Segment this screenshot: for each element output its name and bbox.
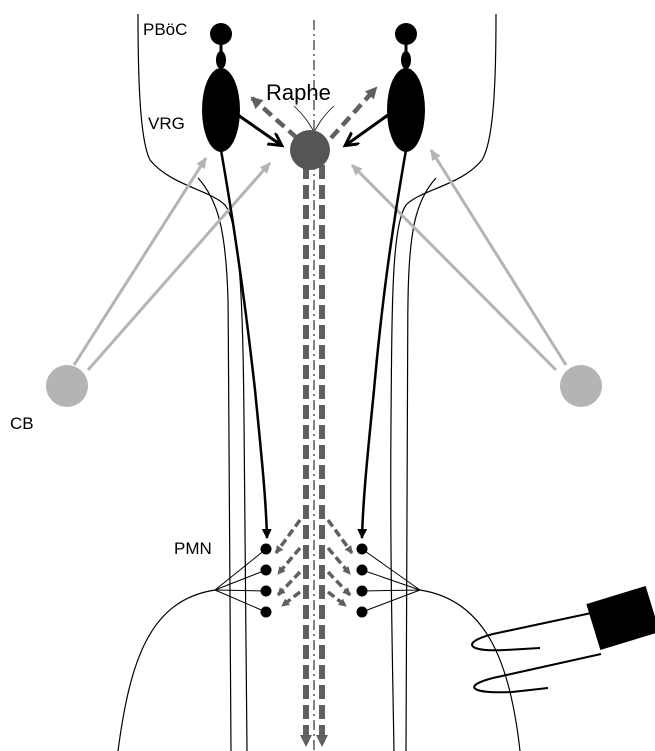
label-pboc: PBöC [143, 20, 187, 39]
cb-right-to-raphe-arrow [352, 165, 556, 370]
vrg-left-node [202, 68, 240, 152]
vrg-left-to-raphe-arrow [238, 115, 281, 145]
cb-left-node [46, 365, 88, 407]
recording-electrode [472, 586, 655, 692]
outline-left-inner [198, 178, 231, 751]
cb-right-to-vrg-right-arrow [431, 150, 566, 365]
cb-left-to-vrg-left-arrow [74, 158, 206, 365]
label-vrg: VRG [148, 114, 185, 133]
outline-right-inner [406, 178, 436, 751]
cb-right-node [560, 365, 602, 407]
vrg-right-node [387, 68, 425, 152]
pmn-right [357, 544, 368, 618]
label-cb: CB [10, 414, 34, 433]
pboc-right-node [395, 23, 417, 45]
outline-right-shoulder [420, 590, 520, 751]
raphe-to-vrg-right-arrow [331, 88, 376, 138]
pboc-right-small-node [401, 51, 411, 69]
vrg-right-to-raphe-arrow [346, 115, 388, 145]
label-pmn: PMN [174, 539, 212, 558]
vrg-right-axon [362, 150, 406, 538]
pmn-left [261, 544, 272, 618]
raphe-nucleus-node [290, 130, 330, 170]
pboc-right [395, 23, 417, 72]
pboc-left-small-node [216, 51, 226, 69]
label-raphe: Raphe [266, 80, 331, 105]
pboc-left-node [210, 23, 232, 45]
pboc-left [210, 23, 232, 72]
outline-left-shoulder [118, 590, 215, 751]
electrode-body [586, 586, 655, 650]
